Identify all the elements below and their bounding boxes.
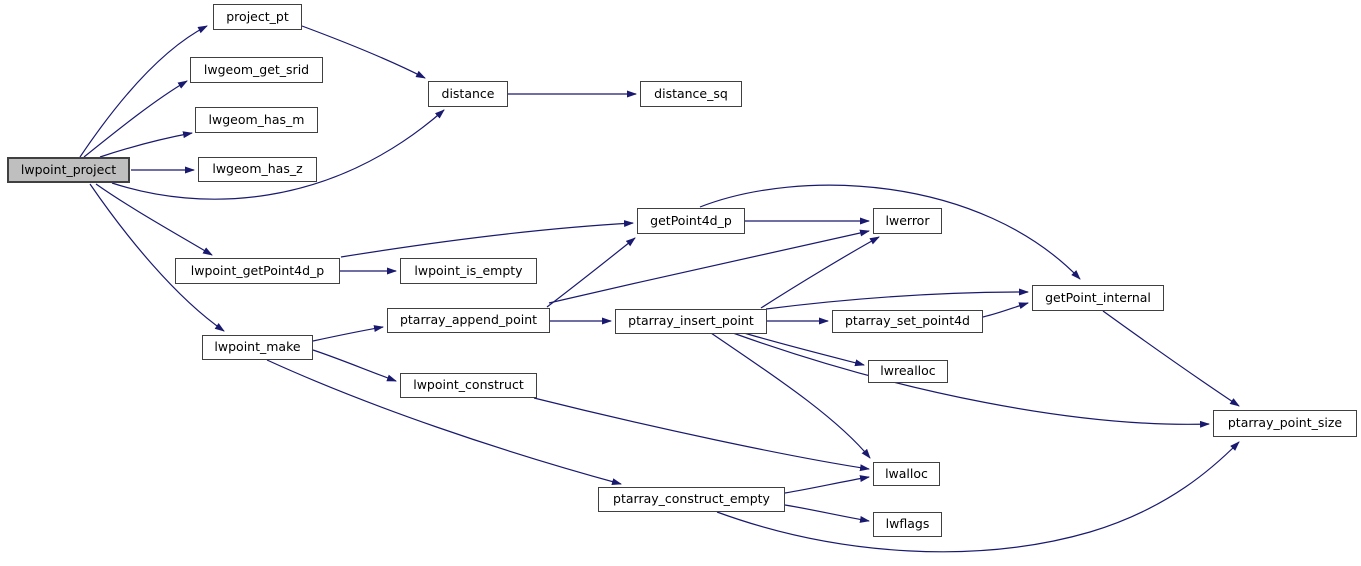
edge-project_pt-distance (301, 25, 426, 79)
edge-lwpoint_make-lwpoint_construct (312, 349, 397, 382)
edge-ptarray_construct_empty-lwflags (784, 504, 870, 523)
node-ptarray_insert_point[interactable]: ptarray_insert_point (615, 309, 767, 334)
node-lwgeom_get_srid[interactable]: lwgeom_get_srid (190, 57, 323, 83)
node-lwgeom_has_m[interactable]: lwgeom_has_m (195, 107, 318, 133)
edge-ptarray_construct_empty-ptarray_point_size (716, 441, 1240, 553)
node-lwrealloc[interactable]: lwrealloc (868, 360, 948, 383)
edge-ptarray_append_point-lwerror (548, 229, 870, 304)
node-lwpoint_is_empty[interactable]: lwpoint_is_empty (400, 258, 537, 284)
node-distance_sq[interactable]: distance_sq (640, 81, 742, 107)
edge-getPoint4d_p-getPoint_internal (699, 184, 1081, 280)
node-ptarray_set_point4d[interactable]: ptarray_set_point4d (832, 310, 983, 333)
edge-ptarray_append_point-getPoint4d_p (546, 237, 636, 308)
edge-lwpoint_make-ptarray_construct_empty (266, 359, 622, 486)
edge-ptarray_insert_point-lwerror (760, 236, 880, 309)
node-lwpoint_construct[interactable]: lwpoint_construct (400, 373, 537, 398)
node-lwpoint_make[interactable]: lwpoint_make (202, 335, 313, 360)
edge-lwpoint_construct-lwalloc (533, 397, 870, 472)
node-getPoint4d_p[interactable]: getPoint4d_p (637, 208, 745, 234)
edge-getPoint_internal-ptarray_point_size (1102, 310, 1240, 407)
edge-ptarray_set_point4d-getPoint_internal (982, 302, 1029, 318)
edge-lwpoint_project-lwgeom_get_srid (83, 80, 188, 158)
edge-lwpoint_project-distance (111, 109, 445, 200)
edge-ptarray_insert_point-ptarray_point_size (732, 332, 1210, 428)
edge-ptarray_insert_point-getPoint_internal (765, 288, 1029, 310)
node-ptarray_point_size[interactable]: ptarray_point_size (1213, 410, 1357, 437)
node-lwflags[interactable]: lwflags (873, 512, 942, 537)
node-lwalloc[interactable]: lwalloc (873, 462, 940, 486)
edge-lwpoint_project-lwpoint_make (89, 183, 225, 332)
node-getPoint_internal[interactable]: getPoint_internal (1032, 285, 1164, 311)
edge-ptarray_insert_point-lwalloc (710, 332, 871, 459)
node-lwpoint_getPoint4d_p[interactable]: lwpoint_getPoint4d_p (175, 258, 340, 284)
edge-lwpoint_make-ptarray_append_point (312, 325, 384, 342)
node-lwpoint_project[interactable]: lwpoint_project (7, 157, 130, 183)
edge-lwpoint_getPoint4d_p-getPoint4d_p (340, 220, 634, 258)
edge-ptarray_construct_empty-lwalloc (784, 475, 870, 494)
node-distance[interactable]: distance (428, 81, 508, 107)
edge-lwpoint_project-lwgeom_has_m (99, 131, 193, 158)
edge-lwpoint_project-project_pt (79, 25, 208, 158)
node-lwgeom_has_z[interactable]: lwgeom_has_z (198, 157, 317, 182)
edge-lwpoint_project-lwpoint_getPoint4d_p (95, 183, 213, 256)
edge-ptarray_insert_point-lwrealloc (743, 332, 865, 367)
node-ptarray_append_point[interactable]: ptarray_append_point (387, 308, 550, 333)
node-project_pt[interactable]: project_pt (213, 4, 302, 30)
node-ptarray_construct_empty[interactable]: ptarray_construct_empty (598, 487, 785, 512)
node-lwerror[interactable]: lwerror (873, 208, 942, 234)
